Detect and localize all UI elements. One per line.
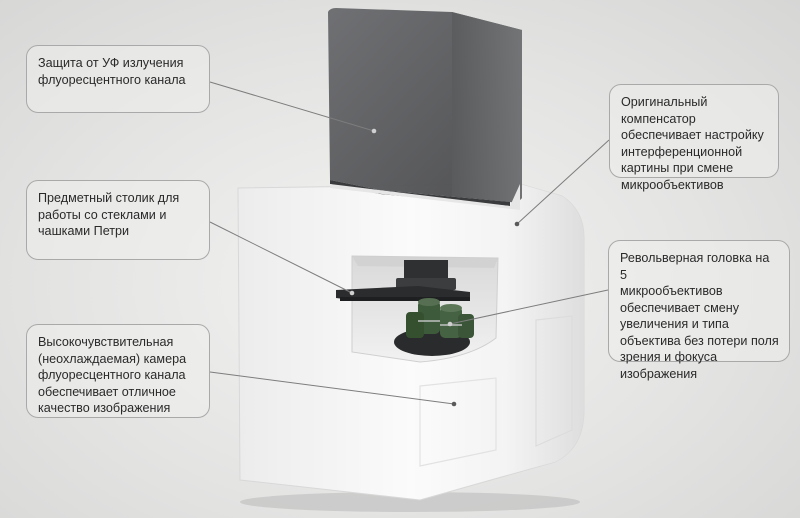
callout-line: флуоресцентного канала (38, 368, 186, 382)
callout-uv-protection: Защита от УФ излучения флуоресцентного к… (26, 45, 210, 113)
callout-line: микрообъективов (620, 284, 723, 298)
floor-shadow (240, 492, 580, 512)
leader-line-uv (209, 81, 375, 132)
callout-line: чашками Петри (38, 224, 130, 238)
callout-line: Защита от УФ излучения (38, 56, 184, 70)
callout-line: объектива без потери поля (620, 333, 779, 348)
leader-line-stage (209, 221, 353, 294)
optical-block (396, 260, 456, 290)
callout-line: Револьверная головка на 5 (620, 251, 770, 282)
callout-line: интерференционной (621, 144, 743, 159)
leader-dot-stage (349, 290, 355, 296)
callout-line: увеличения и типа (620, 317, 729, 331)
callout-line: микрообъективов (621, 177, 724, 192)
leader-dot-turret (447, 321, 453, 327)
callout-line: флуоресцентного канала (38, 72, 186, 87)
callout-line: Предметный столик для (38, 191, 180, 205)
callout-camera: Высокочувствительная (неохлаждаемая) кам… (26, 324, 210, 418)
leader-dot-compensator (514, 221, 520, 227)
leader-dot-uv (371, 128, 377, 134)
specimen-stage (336, 286, 470, 301)
callout-line: изображения (620, 366, 698, 381)
callout-specimen-stage: Предметный столик для работы со стеклами… (26, 180, 210, 260)
callout-objective-turret: Револьверная головка на 5 микрообъективо… (608, 240, 790, 381)
callout-line: обеспечивает смену (620, 300, 739, 315)
leader-line-compensator (516, 139, 610, 225)
callout-line: зрения и фокуса (620, 350, 718, 364)
callout-line: обеспечивает настройку (621, 128, 764, 142)
leader-line-camera (209, 371, 455, 405)
callout-line: обеспечивает отличное (38, 384, 176, 399)
callout-line: картины при смене (621, 161, 734, 175)
callout-line: (неохлаждаемая) камера (38, 351, 187, 366)
callout-line: качество изображения (38, 401, 171, 415)
callout-compensator: Оригинальный компенсатор обеспечивает на… (609, 84, 779, 192)
callout-line: работы со стеклами и (38, 207, 167, 222)
objective-turret (394, 298, 474, 356)
cover-base (330, 184, 520, 210)
callout-line: Высокочувствительная (38, 335, 174, 349)
callout-line: Оригинальный компенсатор (621, 95, 708, 126)
uv-cover (328, 8, 522, 206)
leader-dot-camera (451, 401, 457, 407)
leader-line-turret (449, 289, 609, 325)
